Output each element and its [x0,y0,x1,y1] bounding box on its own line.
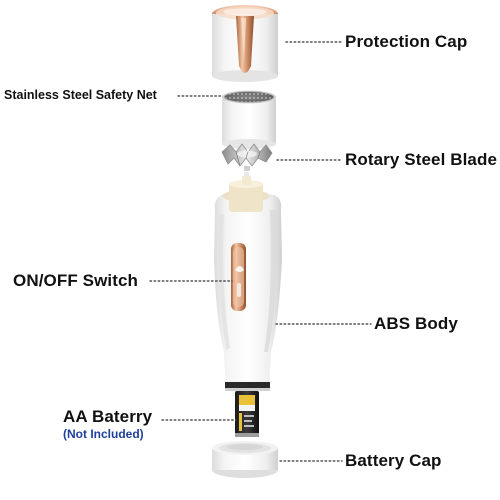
battery-cap-part [212,441,278,478]
label-battery-cap: Battery Cap [345,451,442,470]
label-on-off-switch: ON/OFF Switch [13,271,139,290]
label-battery-note: (Not Included) [63,427,144,441]
leader-lines [149,41,372,462]
protection-cap-part [212,5,278,82]
label-rotary-blade: Rotary Steel Blade [345,150,498,169]
rose-gold-switch [231,243,246,311]
safety-net-part [222,90,276,149]
label-battery: AA Baterry [63,407,153,426]
abs-body-part [214,172,282,391]
aa-battery [235,391,259,437]
label-protection-cap: Protection Cap [345,32,468,51]
label-safety-net: Stainless Steel Safety Net [4,88,157,102]
rotary-blade-part [221,143,273,171]
label-abs-body: ABS Body [374,314,458,333]
rose-gold-cap-stripe [236,16,254,73]
